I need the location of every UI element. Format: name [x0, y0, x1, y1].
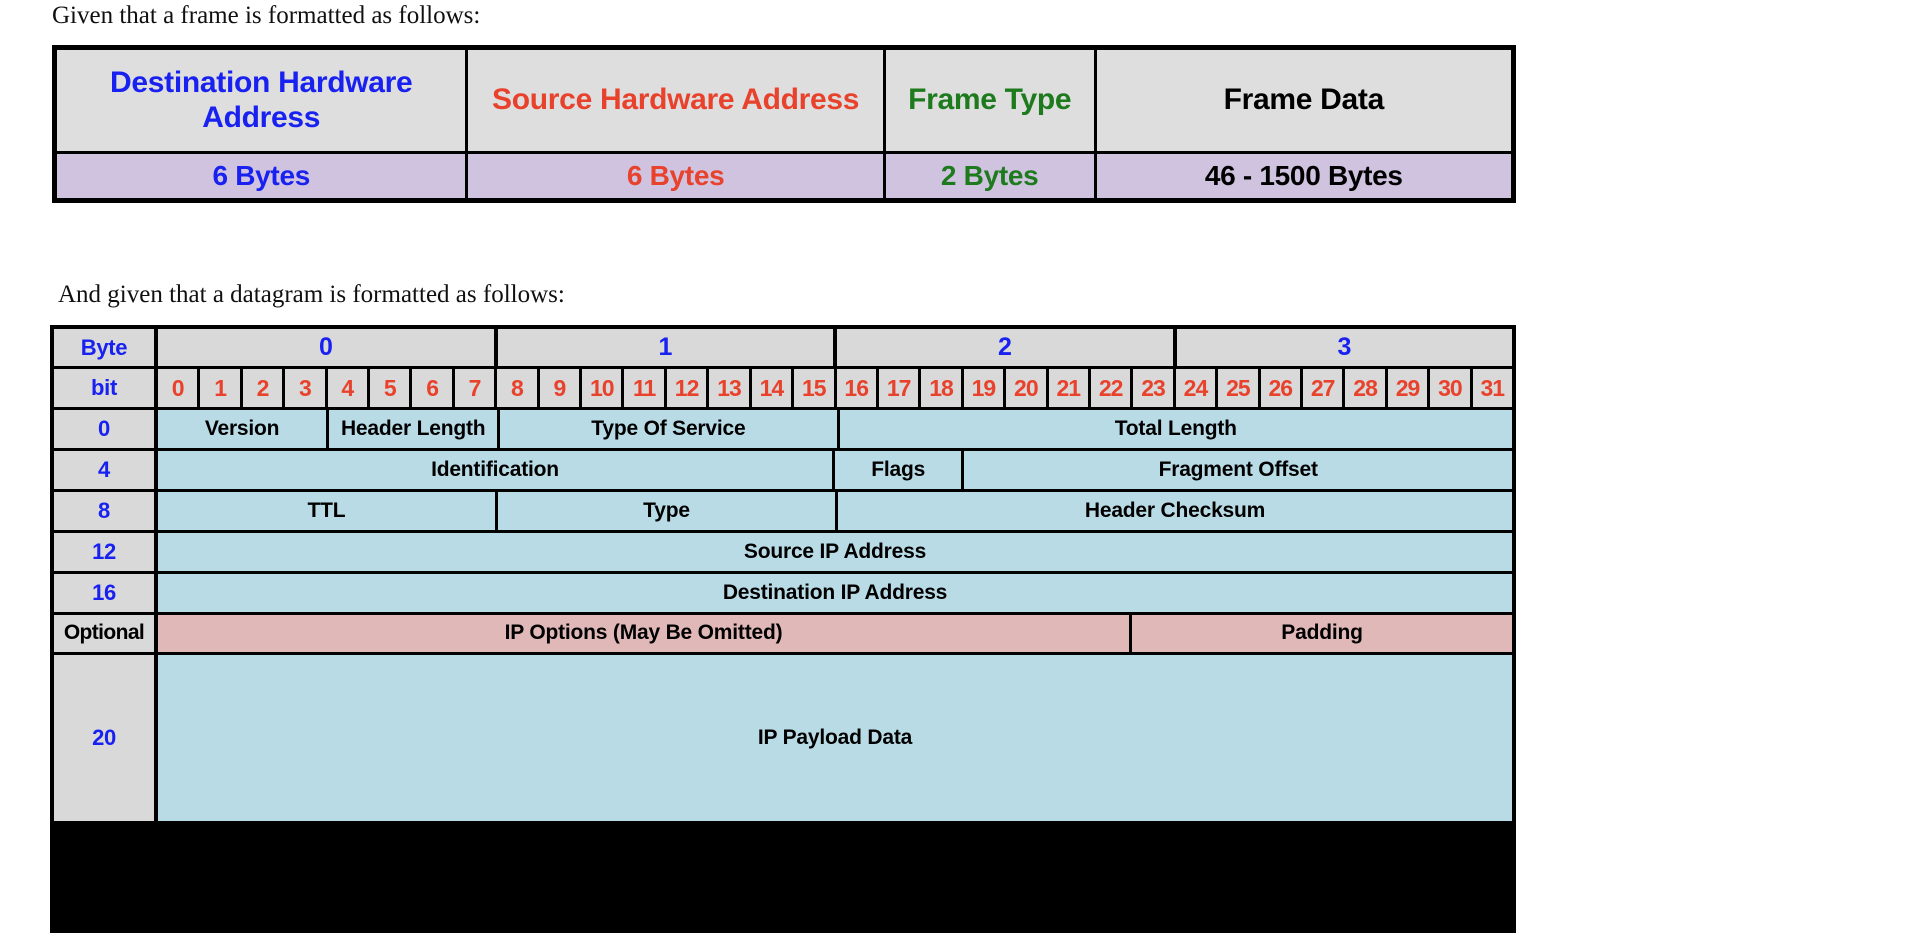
byte-number-2: 2 — [837, 329, 1177, 369]
datagram-field-padding: Padding — [1132, 615, 1512, 655]
intro-text-frame: Given that a frame is formatted as follo… — [52, 2, 481, 29]
datagram-offset-label-20: 20 — [54, 655, 158, 821]
frame-field-size-3: 46 - 1500 Bytes — [1096, 154, 1511, 198]
bit-number-25: 25 — [1218, 369, 1261, 410]
datagram-field-type-of-service: Type Of Service — [500, 410, 840, 451]
datagram-row-fields: IP Options (May Be Omitted)Padding — [158, 615, 1512, 655]
bit-number-2: 2 — [242, 369, 286, 410]
bit-number-19: 19 — [963, 369, 1007, 410]
bit-number-21: 21 — [1048, 369, 1091, 410]
bit-number-5: 5 — [370, 369, 413, 410]
bit-number-24: 24 — [1175, 369, 1219, 410]
frame-field-size-0: 6 Bytes — [57, 154, 469, 198]
bit-number-30: 30 — [1430, 369, 1473, 410]
datagram-offset-label-12: 12 — [54, 533, 158, 574]
bit-number-4: 4 — [327, 369, 371, 410]
datagram-row-fields: Destination IP Address — [158, 574, 1512, 615]
bit-number-7: 7 — [454, 369, 498, 410]
bit-header-label: bit — [54, 369, 158, 410]
bit-number-16: 16 — [836, 369, 879, 410]
datagram-offset-label-8: 8 — [54, 492, 158, 533]
bit-number-13: 13 — [709, 369, 752, 410]
datagram-field-version: Version — [158, 410, 330, 451]
datagram-field-type: Type — [498, 492, 838, 533]
intro-text-datagram: And given that a datagram is formatted a… — [58, 281, 565, 308]
bit-number-12: 12 — [666, 369, 710, 410]
bit-number-11: 11 — [624, 369, 667, 410]
datagram-field-header-checksum: Header Checksum — [838, 492, 1512, 533]
datagram-offset-label-4: 4 — [54, 451, 158, 492]
frame-field-size-2: 2 Bytes — [885, 154, 1097, 198]
datagram-field-source-ip-address: Source IP Address — [158, 533, 1512, 574]
datagram-field-destination-ip-address: Destination IP Address — [158, 574, 1512, 615]
bit-number-26: 26 — [1260, 369, 1303, 410]
datagram-offset-label-optional: Optional — [54, 615, 158, 655]
bit-number-18: 18 — [921, 369, 964, 410]
frame-field-name-1: Source Hardware Address — [468, 50, 886, 154]
bit-number-14: 14 — [751, 369, 795, 410]
bit-number-22: 22 — [1090, 369, 1134, 410]
frame-field-name-3: Frame Data — [1096, 50, 1511, 154]
bit-number-1: 1 — [200, 369, 243, 410]
bit-number-3: 3 — [285, 369, 328, 410]
byte-number-1: 1 — [497, 329, 837, 369]
bit-number-28: 28 — [1345, 369, 1388, 410]
bit-number-31: 31 — [1472, 369, 1512, 410]
byte-number-3: 3 — [1176, 329, 1512, 369]
bit-number-23: 23 — [1133, 369, 1176, 410]
byte-number-0: 0 — [158, 329, 498, 369]
bit-number-20: 20 — [1006, 369, 1049, 410]
datagram-field-identification: Identification — [158, 451, 835, 492]
datagram-row-fields: IP Payload Data — [158, 655, 1512, 821]
datagram-field-flags: Flags — [835, 451, 965, 492]
datagram-offset-label-0: 0 — [54, 410, 158, 451]
datagram-field-ttl: TTL — [158, 492, 498, 533]
datagram-row-fields: Source IP Address — [158, 533, 1512, 574]
datagram-field-header-length: Header Length — [329, 410, 501, 451]
byte-header-label: Byte — [54, 329, 158, 369]
datagram-field-ip-options-may-be-omitted: IP Options (May Be Omitted) — [158, 615, 1133, 655]
frame-field-name-2: Frame Type — [885, 50, 1097, 154]
datagram-field-ip-payload-data: IP Payload Data — [158, 655, 1512, 821]
frame-field-size-1: 6 Bytes — [468, 154, 886, 198]
datagram-offset-label-16: 16 — [54, 574, 158, 615]
bit-number-0: 0 — [158, 369, 201, 410]
bit-number-6: 6 — [412, 369, 455, 410]
bit-number-15: 15 — [794, 369, 837, 410]
bit-number-29: 29 — [1387, 369, 1431, 410]
bit-number-27: 27 — [1302, 369, 1346, 410]
bit-number-8: 8 — [497, 369, 540, 410]
bit-number-9: 9 — [539, 369, 583, 410]
datagram-field-fragment-offset: Fragment Offset — [964, 451, 1512, 492]
bit-number-17: 17 — [878, 369, 922, 410]
bit-number-10: 10 — [582, 369, 625, 410]
frame-field-name-0: Destination Hardware Address — [57, 50, 469, 154]
datagram-field-total-length: Total Length — [839, 410, 1512, 451]
